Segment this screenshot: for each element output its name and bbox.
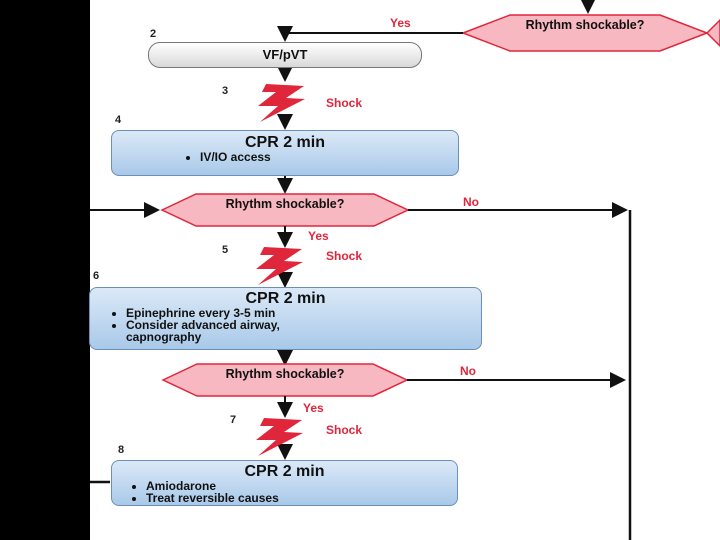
decision2-no-label: No (463, 195, 479, 209)
step8-bullet: Amiodarone (146, 480, 457, 492)
shock-bolt-icon (256, 418, 303, 456)
shock-bolt-icon (258, 84, 305, 122)
top-decision-text: Rhythm shockable? (525, 18, 645, 32)
step6-number: 6 (93, 270, 100, 282)
step7-shock-label: Shock (326, 423, 363, 437)
step2-number: 2 (150, 28, 157, 40)
step3-shock-label: Shock (326, 96, 363, 110)
top-decision-yes-label: Yes (390, 16, 411, 30)
step8-cpr-box: CPR 2 min Amiodarone Treat reversible ca… (111, 460, 458, 506)
step4-bullet: IV/IO access (200, 151, 458, 163)
decision3-yes-label: Yes (303, 401, 324, 415)
step4-cpr-box: CPR 2 min IV/IO access (111, 130, 459, 176)
step3-number: 3 (222, 85, 229, 97)
step6-bullet: Consider advanced airway, (126, 319, 481, 331)
step4-number: 4 (115, 114, 122, 126)
step6-title: CPR 2 min (245, 290, 326, 307)
left-black-margin (0, 0, 90, 540)
step6-bullet: Epinephrine every 3-5 min (126, 307, 481, 319)
offscreen-shape (705, 18, 720, 48)
step5-shock-label: Shock (326, 249, 363, 263)
decision2-text: Rhythm shockable? (225, 197, 345, 211)
decision2-yes-label: Yes (308, 229, 329, 243)
step7-number: 7 (230, 414, 237, 426)
step4-title: CPR 2 min (244, 134, 325, 151)
decision3-no-label: No (460, 364, 476, 378)
step5-number: 5 (222, 244, 229, 256)
step8-number: 8 (118, 444, 125, 456)
step8-title: CPR 2 min (244, 463, 325, 480)
decision3-text: Rhythm shockable? (225, 367, 345, 381)
step8-bullet: Treat reversible causes (146, 492, 457, 504)
step2-vf-pvt-node: VF/pVT (148, 42, 422, 68)
step6-cpr-box: CPR 2 min Epinephrine every 3-5 min Cons… (89, 287, 482, 350)
shock-bolt-icon (256, 247, 303, 285)
step6-bullet-continuation: capnography (126, 330, 202, 344)
